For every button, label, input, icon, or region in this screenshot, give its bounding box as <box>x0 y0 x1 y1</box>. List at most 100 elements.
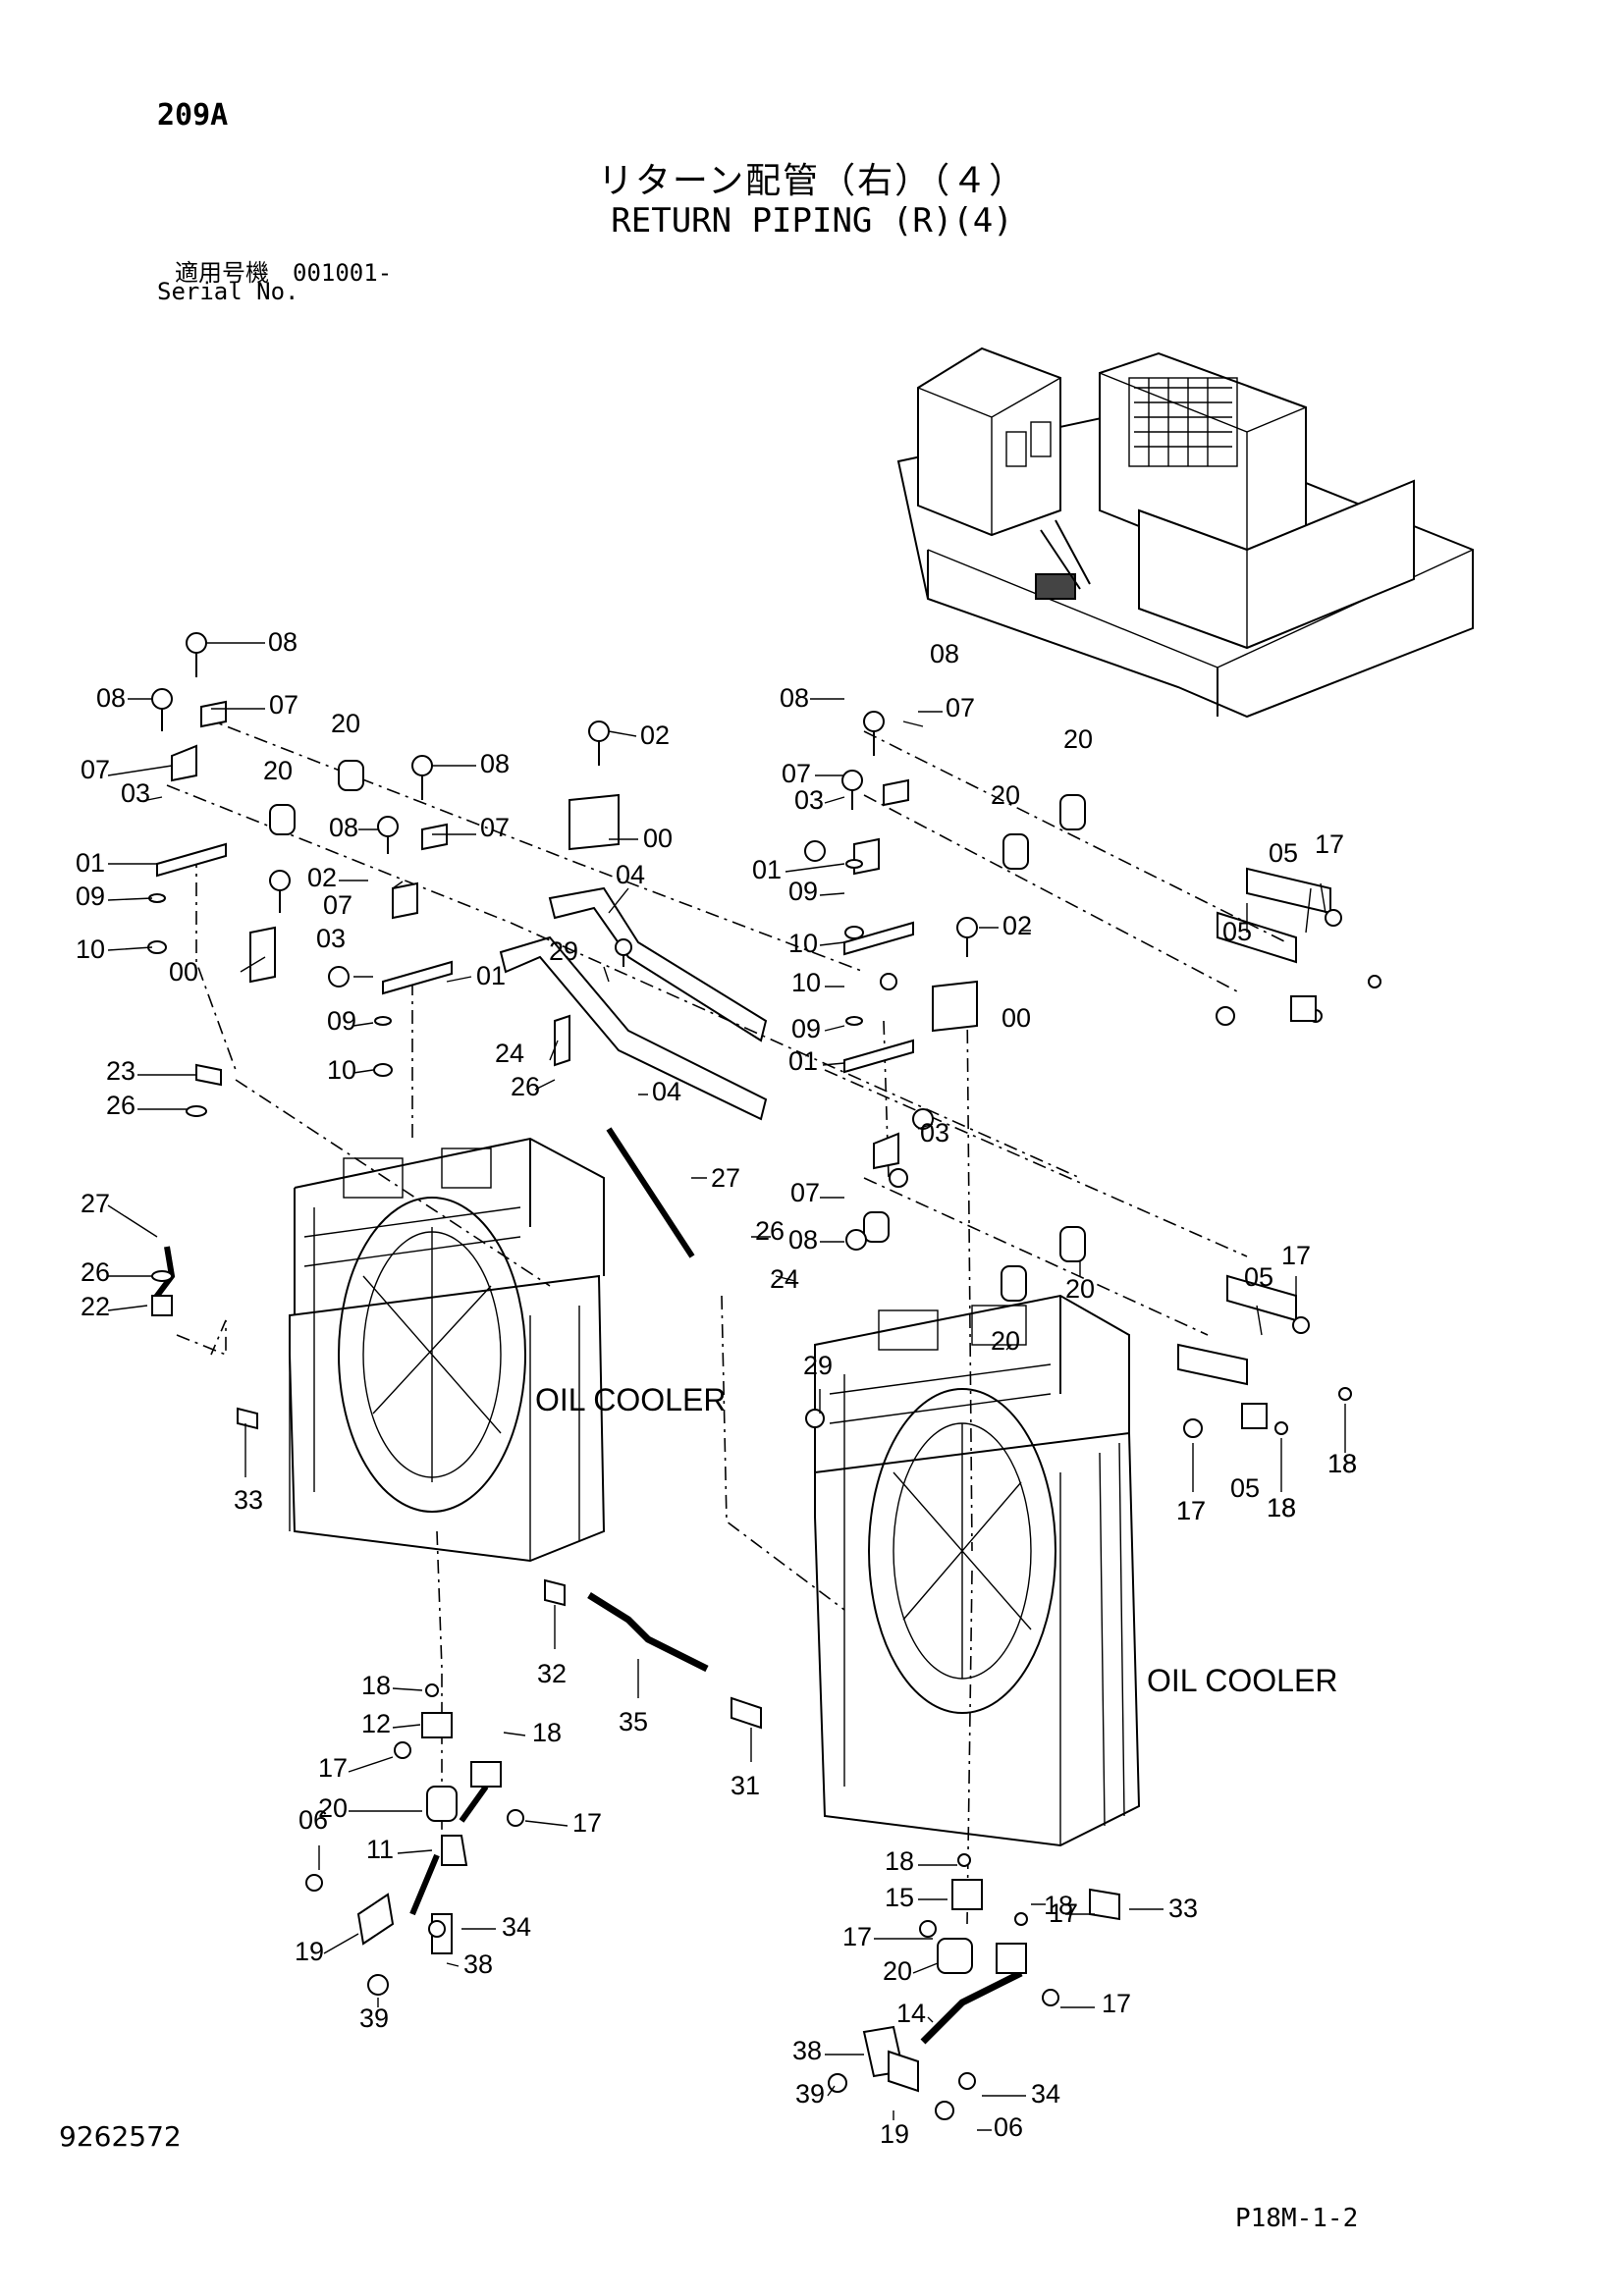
title-english: RETURN PIPING (R)(4) <box>611 201 1013 240</box>
callout: 02 <box>1002 911 1032 940</box>
callout: 07 <box>480 813 510 842</box>
callout: 03 <box>121 778 150 808</box>
title-japanese: リターン配管（右）（４） <box>597 161 1027 201</box>
machine-overview-drawing <box>896 347 1474 719</box>
callout: 00 <box>169 957 198 987</box>
callout: 33 <box>234 1485 263 1515</box>
callout: 11 <box>366 1835 394 1864</box>
oil-cooler-right: OIL COOLER <box>814 1294 1337 1847</box>
callout: 17 <box>1281 1241 1311 1270</box>
callout: 17 <box>1049 1898 1078 1928</box>
callout: 34 <box>1031 2079 1060 2109</box>
callout: 10 <box>327 1055 356 1085</box>
callout: 10 <box>791 968 821 997</box>
callout: 07 <box>782 759 811 788</box>
callout: 05 <box>1230 1473 1260 1503</box>
callout: 07 <box>269 690 298 720</box>
callout: 09 <box>327 1006 356 1036</box>
callout: 06 <box>994 2112 1023 2142</box>
callout: 27 <box>81 1189 110 1218</box>
callout: 17 <box>1176 1496 1206 1525</box>
callout: 06 <box>298 1805 328 1835</box>
callout: 34 <box>502 1912 531 1942</box>
callout: 08 <box>780 683 809 713</box>
callout: 01 <box>788 1046 818 1076</box>
callout: 08 <box>329 813 358 842</box>
callout: 29 <box>803 1351 833 1380</box>
callout: 18 <box>361 1671 391 1700</box>
callout: 20 <box>1065 1274 1095 1304</box>
callout: 17 <box>572 1808 602 1838</box>
callout: 08 <box>930 639 959 668</box>
callout: 01 <box>76 848 105 878</box>
callout: 07 <box>81 755 110 784</box>
callout: 23 <box>106 1056 135 1086</box>
oil-cooler-right-label: OIL COOLER <box>1147 1663 1337 1698</box>
callout: 18 <box>532 1718 562 1747</box>
callout-leader-lines <box>107 642 1346 2131</box>
serial-label-english: Serial No. <box>157 278 299 305</box>
callout: 03 <box>316 924 346 953</box>
oil-cooler-left: OIL COOLER <box>289 1137 726 1563</box>
callout: 39 <box>359 2003 389 2033</box>
oil-cooler-left-label: OIL COOLER <box>535 1382 726 1417</box>
callout: 03 <box>794 785 824 815</box>
callout: 20 <box>331 709 360 738</box>
callout: 18 <box>1267 1493 1296 1522</box>
callout: 20 <box>883 1956 912 1986</box>
page-reference: P18M-1-2 <box>1235 2204 1359 2233</box>
callout: 20 <box>991 1326 1020 1356</box>
callout: 19 <box>295 1937 324 1966</box>
callout: 02 <box>640 721 670 750</box>
callout: 10 <box>788 929 818 958</box>
callout: 08 <box>268 627 298 657</box>
callout: 20 <box>991 780 1020 810</box>
callout: 17 <box>1315 829 1344 859</box>
callout: 39 <box>795 2079 825 2109</box>
callout: 04 <box>652 1077 681 1106</box>
callout: 18 <box>1267 1493 1296 1522</box>
callout: 27 <box>711 1163 740 1193</box>
callout: 24 <box>770 1264 799 1294</box>
callout: 09 <box>76 881 105 911</box>
callout: 01 <box>476 961 506 990</box>
callout: 29 <box>549 936 578 966</box>
callout: 18 <box>1327 1449 1357 1478</box>
callout: 08 <box>96 683 126 713</box>
callout: 07 <box>323 890 352 920</box>
callout: 33 <box>1168 1894 1198 1923</box>
return-pipes <box>154 867 1331 2045</box>
callout: 14 <box>896 1999 926 2028</box>
callout: 07 <box>946 693 975 722</box>
callout: 19 <box>880 2119 909 2149</box>
callout: 26 <box>81 1257 110 1287</box>
callout: 38 <box>792 2036 822 2065</box>
callout: 20 <box>263 756 293 785</box>
callout: 09 <box>791 1014 821 1043</box>
callout: 09 <box>788 877 818 906</box>
callout: 07 <box>790 1178 820 1207</box>
callout: 04 <box>616 860 645 889</box>
callout: 05 <box>1269 838 1298 868</box>
callout: 08 <box>480 749 510 778</box>
callout: 03 <box>920 1118 949 1148</box>
callout: 26 <box>106 1091 135 1120</box>
callout: 17 <box>842 1922 872 1951</box>
callout: 00 <box>1001 1003 1031 1033</box>
callout: 00 <box>643 824 673 853</box>
callout: 20 <box>1063 724 1093 754</box>
callout: 18 <box>1044 1891 1073 1920</box>
small-parts <box>147 632 1381 2120</box>
callout: 18 <box>1327 1449 1357 1478</box>
page-code: 209A <box>157 98 229 133</box>
callout: 01 <box>752 855 782 884</box>
callout: 02 <box>307 863 337 892</box>
callout: 24 <box>495 1039 524 1068</box>
callout: 17 <box>1176 1496 1206 1525</box>
callout: 26 <box>755 1216 785 1246</box>
callout: 20 <box>318 1793 348 1823</box>
callout-labels: 08 08 07 20 07 03 01 09 10 00 20 08 08 0… <box>76 627 1357 2149</box>
callout: 35 <box>619 1707 648 1736</box>
callout: 17 <box>1102 1989 1131 2018</box>
